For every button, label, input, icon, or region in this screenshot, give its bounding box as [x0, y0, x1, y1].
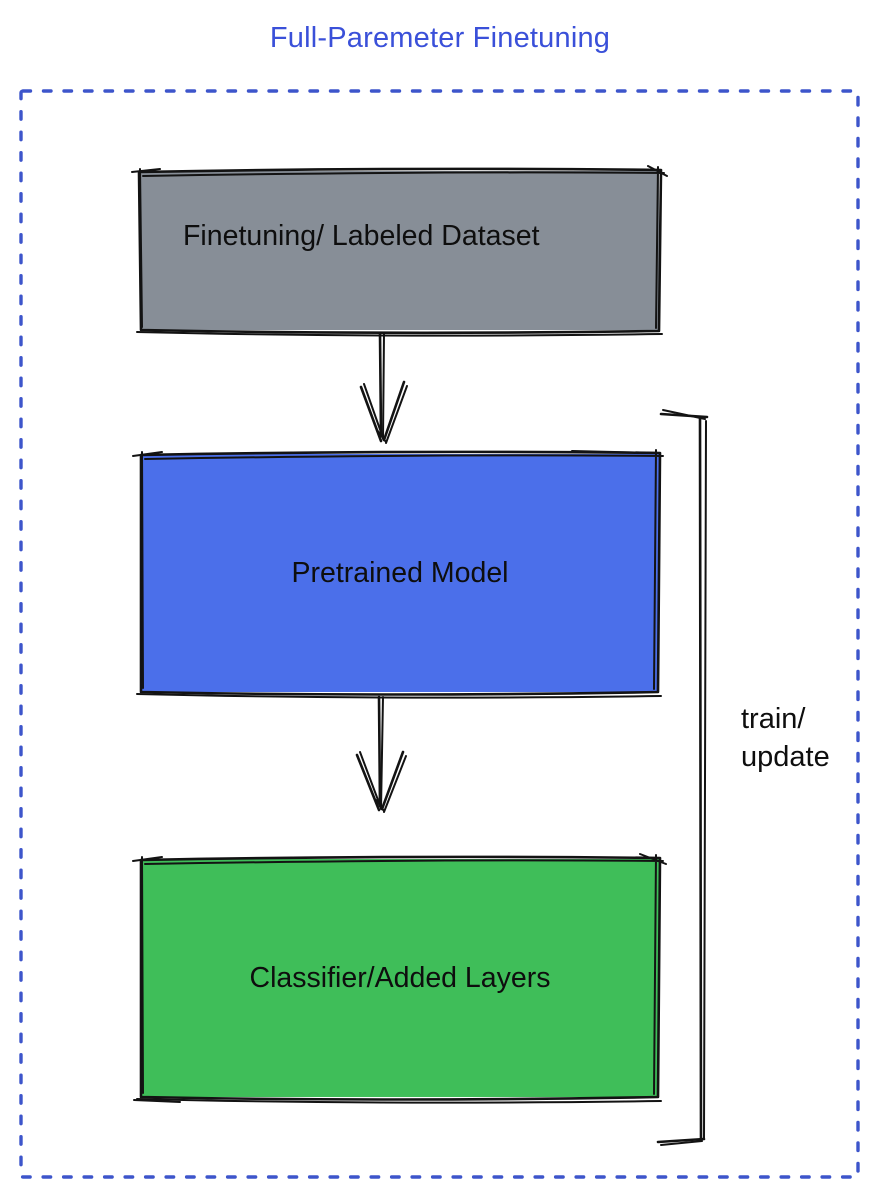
node-finetuning-dataset-label: Finetuning/ Labeled Dataset [183, 220, 540, 252]
node-finetuning-dataset: Finetuning/ Labeled Dataset [141, 171, 659, 330]
train-update-bracket [656, 409, 709, 1146]
bracket-label-line1: train/ [741, 703, 806, 735]
bracket-label: train/ update [741, 700, 830, 776]
node-pretrained-model: Pretrained Model [141, 454, 659, 692]
arrow-down-icon [359, 332, 408, 444]
node-classifier-added-layers-label: Classifier/Added Layers [249, 961, 551, 994]
node-classifier-added-layers: Classifier/Added Layers [141, 859, 659, 1097]
arrow-down-icon [355, 695, 407, 813]
node-pretrained-model-label: Pretrained Model [291, 556, 509, 589]
diagram-title: Full-Paremeter Finetuning [269, 22, 611, 54]
bracket-label-line2: update [741, 741, 830, 773]
